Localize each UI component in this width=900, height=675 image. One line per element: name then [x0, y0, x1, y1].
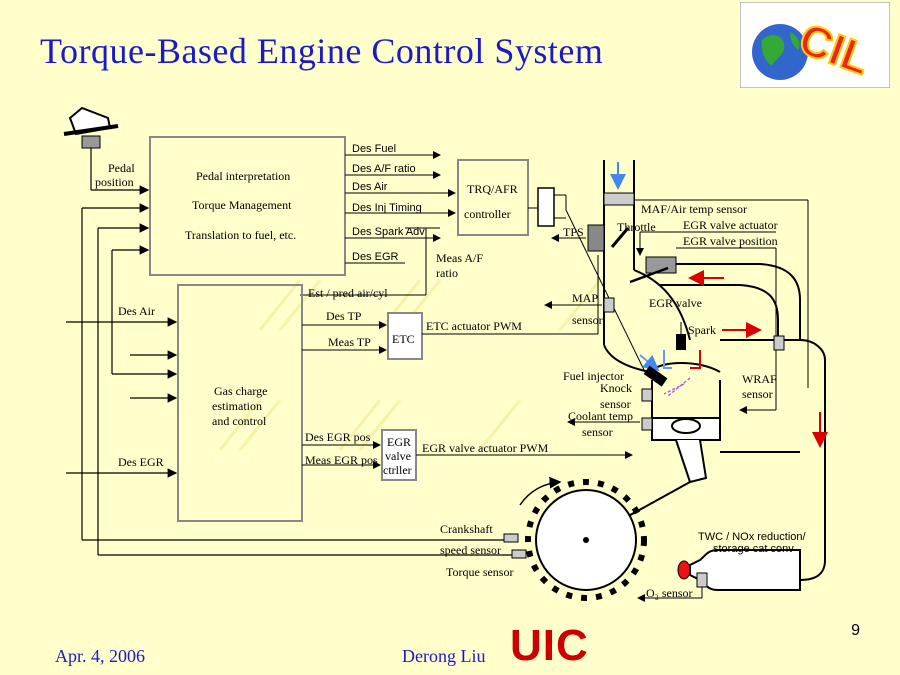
etc-pwm-label: ETC actuator PWM: [426, 319, 522, 333]
maf-sensor: [603, 192, 635, 206]
tps-label: TPS: [563, 225, 584, 239]
crankshaft-label-1: Crankshaft: [440, 522, 493, 536]
trq-afr-controller: [457, 159, 529, 236]
egr-valve-label: EGR valve: [649, 296, 702, 310]
footer-date: Apr. 4, 2006: [55, 646, 145, 666]
coolant-label-1: Coolant temp: [568, 409, 633, 423]
meas-tp-label: Meas TP: [328, 335, 371, 349]
footer-author: Derong Liu: [402, 646, 486, 666]
page-number: 9: [851, 622, 860, 639]
throttle-label: Throttle: [617, 220, 656, 234]
des-air-out-label: Des Air: [352, 181, 388, 193]
map-sensor: [603, 297, 615, 313]
egr-ctrl-line-2: valve: [385, 449, 411, 463]
trq-label: TRQ/AFR: [467, 182, 518, 196]
coolant-sensor: [641, 417, 653, 431]
fuel-injector-label: Fuel injector: [563, 369, 624, 383]
main-block-line-1: Pedal interpretation: [196, 169, 290, 183]
tps-sensor: [587, 224, 605, 252]
gas-charge-block: [177, 284, 303, 522]
watermark: [218, 279, 602, 451]
des-inj-label: Des Inj Timing: [352, 202, 422, 214]
des-air-in-label: Des Air: [118, 304, 155, 318]
maf-label: MAF/Air temp sensor: [641, 202, 747, 216]
knock-sensor: [641, 388, 653, 402]
catalytic-converter: [677, 549, 801, 591]
gas-block-line-3: and control: [212, 414, 267, 428]
pedal-interpretation-block: [149, 136, 346, 276]
wraf-sensor: [773, 335, 785, 351]
twc-label-1: TWC / NOx reduction/: [698, 531, 807, 543]
injector-driver-symbol: [537, 187, 555, 227]
etc-label: ETC: [392, 332, 415, 346]
torque-sensor: [511, 549, 527, 559]
uic-logo: UIC: [510, 621, 589, 670]
des-af-label: Des A/F ratio: [352, 163, 416, 175]
knock-label-1: Knock: [600, 381, 632, 395]
intake-manifold: [603, 160, 691, 373]
egr-position-label: EGR valve position: [683, 234, 778, 248]
map-label-2: sensor: [572, 313, 603, 327]
o2-label: O₂ sensor: [646, 586, 693, 600]
controller-label: controller: [464, 207, 511, 221]
egr-actuator-label: EGR valve actuator: [683, 218, 778, 232]
wraf-label-2: sensor: [742, 387, 773, 401]
map-label-1: MAP: [572, 291, 598, 305]
meas-af-label-2: ratio: [436, 266, 458, 280]
page-title: Torque-Based Engine Control System: [40, 31, 604, 71]
knock-label-2: sensor: [600, 397, 631, 411]
throttle-plate: [610, 227, 630, 248]
egr-ctrl-line-1: EGR: [387, 435, 411, 449]
crankshaft-sensor: [503, 533, 519, 543]
des-fuel-label: Des Fuel: [352, 143, 396, 155]
egr-controller-block: [381, 429, 417, 481]
crankshaft-wheel: [525, 479, 647, 601]
meas-egr-pos-label: Meas EGR pos: [305, 453, 378, 467]
fuel-injector: [643, 365, 668, 387]
accelerator-pedal: [63, 106, 150, 195]
feedback-lines: [81, 203, 515, 556]
main-block-outputs: [300, 151, 456, 296]
cil-logo: CIL: [739, 1, 891, 89]
spark-label: Spark: [688, 323, 716, 337]
pedal-position-label-2: position: [95, 175, 134, 189]
main-block-line-2: Torque Management: [192, 198, 292, 212]
egr-pwm-label: EGR valve actuator PWM: [422, 441, 549, 455]
coolant-label-2: sensor: [582, 425, 613, 439]
main-block-line-3: Translation to fuel, etc.: [185, 228, 296, 242]
torque-sensor-label: Torque sensor: [446, 565, 513, 579]
etc-block: [387, 312, 423, 360]
gas-block-inputs: [66, 317, 178, 478]
des-egr-pos-label: Des EGR pos: [305, 430, 371, 444]
o2-sensor: [696, 572, 708, 588]
egr-ctrl-line-3: ctrller: [383, 463, 412, 477]
crankshaft-label-2: speed sensor: [440, 543, 501, 557]
wraf-label-1: WRAF: [742, 372, 777, 386]
pedal-position-label-1: Pedal: [108, 161, 135, 175]
des-egr-out-label: Des EGR: [352, 251, 399, 263]
est-air-label: Est / pred air/cyl: [308, 286, 388, 300]
gas-block-line-1: Gas charge: [214, 384, 267, 398]
des-tp-label: Des TP: [326, 309, 362, 323]
egr-pipe: [660, 263, 801, 340]
exhaust-manifold: [720, 339, 826, 581]
gas-block-line-2: estimation: [212, 399, 262, 413]
des-egr-in-label: Des EGR: [118, 455, 164, 469]
twc-label-2: storage cat conv: [713, 543, 794, 555]
meas-af-label-1: Meas A/F: [436, 251, 483, 265]
des-spark-label: Des Spark Adv: [352, 226, 425, 238]
